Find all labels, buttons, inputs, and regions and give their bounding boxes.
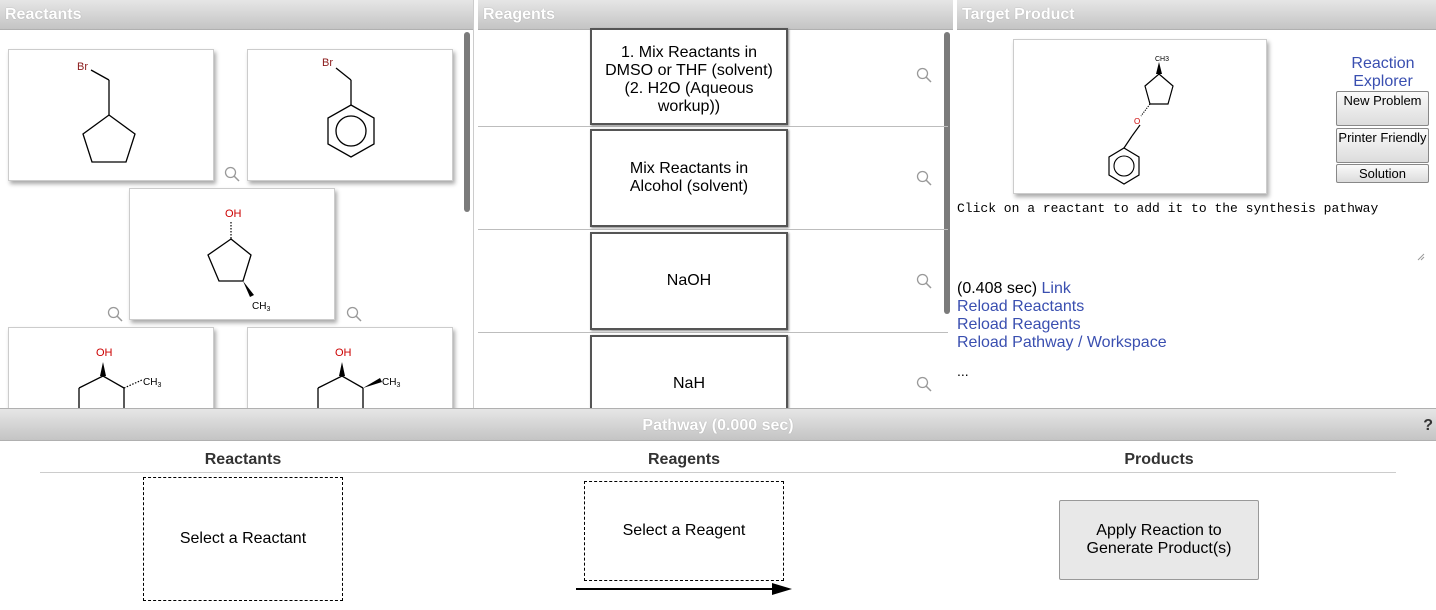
target-product-panel: Target Product — [957, 0, 1436, 408]
pathway-title: Pathway (0.000 sec) — [642, 417, 794, 434]
select-reactant-slot[interactable]: Select a Reactant — [143, 477, 343, 601]
target-panel-title: Target Product — [957, 0, 1436, 30]
atom-label-o: O — [1134, 117, 1140, 126]
svg-text:CH3: CH3 — [143, 377, 161, 389]
target-molecule-card: CH3 O — [1013, 39, 1267, 194]
atom-label-br: Br — [322, 57, 333, 69]
svg-text:CH3: CH3 — [382, 377, 400, 389]
atom-label-ch: CH — [143, 377, 157, 388]
molecule-drawing: OH CH3 — [317, 347, 400, 408]
reactants-panel: Reactants Br Br OH CH3 — [0, 0, 474, 408]
reagent-label: Mix Reactants in Alcohol (solvent) — [629, 160, 749, 195]
message-textarea[interactable]: Click on a reactant to add it to the syn… — [957, 201, 1427, 263]
molecule-drawing: Br — [322, 57, 375, 158]
atom-label-oh: OH — [96, 347, 113, 359]
magnify-icon[interactable] — [916, 170, 932, 186]
reagent-row[interactable]: NaOH — [478, 230, 948, 333]
reload-reagents-link[interactable]: Reload Reagents — [957, 316, 1081, 333]
atom-label-ch: CH — [382, 377, 396, 388]
reagent-box[interactable]: 1. Mix Reactants in DMSO or THF (solvent… — [590, 28, 788, 125]
atom-label-ch: CH — [252, 301, 266, 312]
molecule-drawing: OH CH3 — [78, 347, 161, 408]
target-molecule-drawing: CH3 O — [1108, 56, 1174, 185]
magnify-icon[interactable] — [107, 306, 123, 322]
molecule-drawing: Br — [77, 61, 136, 163]
reagents-panel: Reagents 1. Mix Reactants in DMSO or THF… — [478, 0, 953, 408]
select-reagent-label: Select a Reagent — [622, 522, 746, 539]
reaction-explorer-link[interactable]: Reaction Explorer — [1351, 55, 1415, 90]
reagents-panel-title: Reagents — [478, 0, 953, 30]
atom-label-ch3: CH3 — [1155, 56, 1169, 63]
links-area: (0.408 sec) Link Reload Reactants Reload… — [957, 280, 1357, 379]
reload-reactants-link[interactable]: Reload Reactants — [957, 298, 1085, 315]
reagent-row[interactable]: Mix Reactants in Alcohol (solvent) — [478, 127, 948, 230]
magnify-icon[interactable] — [916, 273, 932, 289]
select-reagent-slot[interactable]: Select a Reagent — [584, 481, 784, 581]
reactant-card-methylcyclohexanol-cis[interactable]: OH CH3 — [247, 327, 453, 408]
reactants-scrollbar[interactable] — [464, 32, 470, 212]
ellipsis-text: ... — [957, 363, 969, 379]
timing-text: (0.408 sec) — [957, 280, 1038, 297]
apply-reaction-button[interactable]: Apply Reaction to Generate Product(s) — [1059, 500, 1259, 580]
magnify-icon[interactable] — [916, 67, 932, 83]
reactants-panel-title: Reactants — [0, 0, 473, 30]
reagents-scrollbar[interactable] — [944, 32, 950, 314]
reagent-box[interactable]: Mix Reactants in Alcohol (solvent) — [590, 129, 788, 227]
reagent-label: NaOH — [666, 272, 712, 289]
magnify-icon[interactable] — [916, 376, 932, 392]
reactant-card-benzyl-bromide[interactable]: Br — [247, 49, 453, 181]
link-link[interactable]: Link — [1041, 280, 1071, 297]
pathway-divider — [40, 472, 1396, 473]
new-problem-button[interactable]: New Problem — [1336, 91, 1429, 126]
pathway-header: Pathway (0.000 sec) ? — [0, 408, 1436, 441]
svg-text:CH3: CH3 — [252, 301, 270, 313]
reactant-card-methylcyclohexanol-trans[interactable]: OH CH3 — [8, 327, 214, 408]
reagent-label: NaH — [672, 375, 705, 392]
pathway-col-reactants: Reactants — [204, 451, 282, 468]
atom-label-br: Br — [77, 61, 88, 73]
reagent-box[interactable]: NaH — [590, 335, 788, 408]
reagent-box[interactable]: NaOH — [590, 232, 788, 330]
apply-reaction-label: Apply Reaction to Generate Product(s) — [1086, 522, 1232, 557]
molecule-drawing: OH CH3 — [207, 208, 270, 313]
printer-friendly-button[interactable]: Printer Friendly — [1336, 128, 1429, 163]
help-button[interactable]: ? — [1423, 417, 1433, 434]
reload-pathway-link[interactable]: Reload Pathway / Workspace — [957, 334, 1167, 351]
reaction-arrow-icon — [576, 583, 792, 595]
reagent-label: 1. Mix Reactants in DMSO or THF (solvent… — [605, 43, 773, 115]
pathway-col-reagents: Reagents — [647, 451, 721, 468]
atom-label-oh: OH — [225, 208, 242, 220]
reagent-row[interactable]: 1. Mix Reactants in DMSO or THF (solvent… — [478, 24, 948, 127]
select-reactant-label: Select a Reactant — [179, 530, 307, 547]
solution-button[interactable]: Solution — [1336, 164, 1429, 183]
reagent-row[interactable]: NaH — [478, 333, 948, 408]
resize-grip-icon[interactable] — [1417, 253, 1425, 261]
magnify-icon[interactable] — [224, 166, 240, 182]
pathway-col-products: Products — [1124, 451, 1194, 468]
atom-label-subscript: 3 — [396, 382, 400, 389]
reactant-card-methylcyclopentanol[interactable]: OH CH3 — [129, 188, 335, 320]
magnify-icon[interactable] — [346, 306, 362, 322]
reactant-card-bromomethylcyclopentane[interactable]: Br — [8, 49, 214, 181]
atom-label-subscript: 3 — [266, 306, 270, 313]
message-text: Click on a reactant to add it to the syn… — [957, 201, 1379, 216]
atom-label-subscript: 3 — [157, 382, 161, 389]
atom-label-oh: OH — [335, 347, 352, 359]
